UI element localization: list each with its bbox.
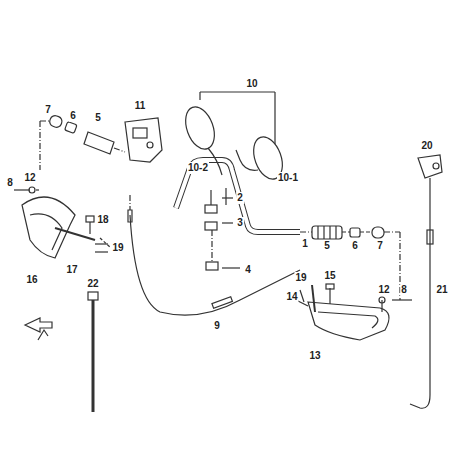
callout-number: 22 [86, 278, 99, 290]
callout-number: 8 [400, 284, 408, 296]
callout-number: 19 [111, 242, 124, 254]
callout-number: 6 [69, 110, 77, 122]
callout-number: 13 [308, 350, 321, 362]
callout-number: 17 [65, 264, 78, 276]
callout-number: 3 [236, 217, 244, 229]
callout-number: 11 [134, 100, 147, 112]
callout-number: 1 [301, 238, 309, 250]
callout-number: 14 [285, 291, 298, 303]
callout-number: 10-2 [187, 162, 209, 174]
callout-number: 8 [6, 177, 14, 189]
callout-number: 10-1 [277, 172, 299, 184]
callout-number: 15 [323, 270, 336, 282]
callout-number: 21 [435, 284, 448, 296]
callout-number: 16 [25, 274, 38, 286]
callout-number: 5 [94, 112, 102, 124]
callout-number: 5 [323, 240, 331, 252]
callout-number: 10 [245, 78, 258, 90]
callout-number: 20 [420, 140, 433, 152]
callout-number: 6 [351, 240, 359, 252]
callout-number: 4 [244, 264, 252, 276]
callout-number: 12 [377, 284, 390, 296]
callout-number: 12 [23, 172, 36, 184]
callout-number: 19 [294, 272, 307, 284]
callout-number: 9 [213, 320, 221, 332]
callout-number: 18 [96, 214, 109, 226]
callout-number: 7 [44, 104, 52, 116]
callout-number: 7 [376, 240, 384, 252]
callout-number: 2 [236, 192, 244, 204]
